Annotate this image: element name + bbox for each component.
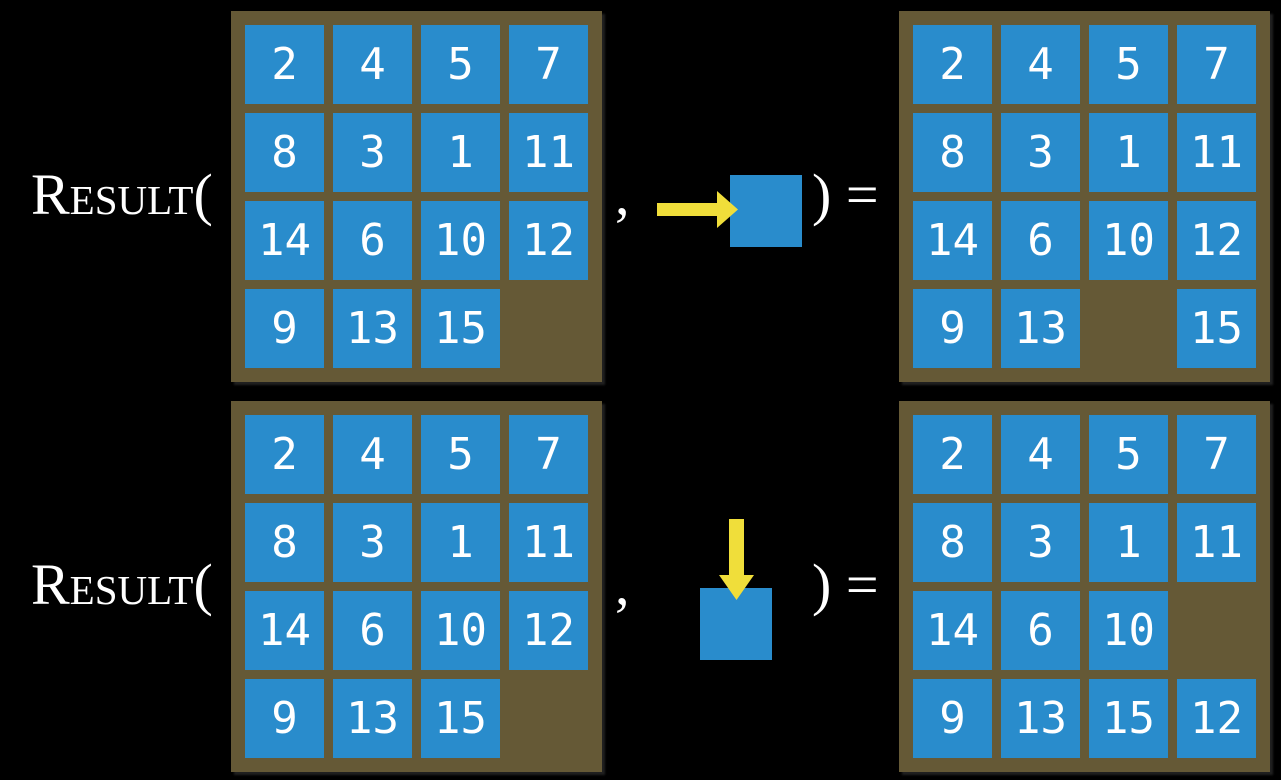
arrow-right-icon	[657, 191, 738, 228]
puzzle-tile-12: 12	[509, 591, 588, 670]
puzzle-tile-4: 4	[333, 415, 412, 494]
puzzle-tile-3: 3	[333, 113, 412, 192]
puzzle-tile-9: 9	[913, 679, 992, 758]
puzzle-tile-2: 2	[913, 25, 992, 104]
puzzle-tile-10: 10	[1089, 591, 1168, 670]
puzzle-tile-12: 12	[509, 201, 588, 280]
puzzle-tile-1: 1	[421, 503, 500, 582]
puzzle-tile-14: 14	[245, 591, 324, 670]
puzzle-tile-6: 6	[333, 591, 412, 670]
puzzle-tile-14: 14	[913, 591, 992, 670]
puzzle-tile-13: 13	[333, 289, 412, 368]
puzzle-tile-7: 7	[509, 415, 588, 494]
puzzle-tile-9: 9	[245, 679, 324, 758]
comma-separator: ,	[615, 162, 630, 227]
puzzle-tile-2: 2	[245, 25, 324, 104]
puzzle-tile-4: 4	[1001, 415, 1080, 494]
puzzle-tile-10: 10	[421, 201, 500, 280]
puzzle-tile-14: 14	[245, 201, 324, 280]
puzzle-tile-10: 10	[421, 591, 500, 670]
puzzle-tile-11: 11	[509, 113, 588, 192]
puzzle-tile-6: 6	[1001, 591, 1080, 670]
puzzle-tile-8: 8	[245, 113, 324, 192]
action-tile-square	[730, 175, 802, 247]
empty-cell	[509, 289, 588, 368]
puzzle-tile-5: 5	[421, 25, 500, 104]
close-paren-equals: ) =	[812, 162, 879, 227]
puzzle-tile-13: 13	[1001, 679, 1080, 758]
result-function-label: Result(	[31, 162, 213, 227]
empty-cell	[1177, 591, 1256, 670]
puzzle-tile-2: 2	[913, 415, 992, 494]
puzzle-tile-12: 12	[1177, 679, 1256, 758]
puzzle-tile-11: 11	[1177, 503, 1256, 582]
puzzle-tile-13: 13	[333, 679, 412, 758]
result-function-label: Result(	[31, 552, 213, 617]
puzzle-tile-1: 1	[421, 113, 500, 192]
puzzle-tile-5: 5	[1089, 415, 1168, 494]
puzzle-tile-9: 9	[245, 289, 324, 368]
arrow-down-icon	[719, 519, 754, 600]
puzzle-tile-4: 4	[333, 25, 412, 104]
puzzle-tile-9: 9	[913, 289, 992, 368]
empty-cell	[509, 679, 588, 758]
puzzle-tile-14: 14	[913, 201, 992, 280]
puzzle-tile-8: 8	[913, 113, 992, 192]
puzzle-tile-15: 15	[421, 679, 500, 758]
puzzle-tile-7: 7	[509, 25, 588, 104]
puzzle-tile-12: 12	[1177, 201, 1256, 280]
puzzle-tile-15: 15	[1089, 679, 1168, 758]
puzzle-tile-5: 5	[1089, 25, 1168, 104]
puzzle-tile-7: 7	[1177, 25, 1256, 104]
puzzle-tile-8: 8	[245, 503, 324, 582]
puzzle-tile-13: 13	[1001, 289, 1080, 368]
close-paren-equals: ) =	[812, 552, 879, 617]
puzzle-tile-1: 1	[1089, 113, 1168, 192]
puzzle-tile-1: 1	[1089, 503, 1168, 582]
comma-separator: ,	[615, 552, 630, 617]
puzzle-tile-7: 7	[1177, 415, 1256, 494]
puzzle-tile-6: 6	[1001, 201, 1080, 280]
puzzle-tile-5: 5	[421, 415, 500, 494]
puzzle-tile-3: 3	[333, 503, 412, 582]
puzzle-tile-8: 8	[913, 503, 992, 582]
puzzle-tile-11: 11	[1177, 113, 1256, 192]
puzzle-tile-6: 6	[333, 201, 412, 280]
puzzle-tile-15: 15	[1177, 289, 1256, 368]
puzzle-tile-3: 3	[1001, 503, 1080, 582]
puzzle-tile-2: 2	[245, 415, 324, 494]
puzzle-tile-10: 10	[1089, 201, 1168, 280]
puzzle-tile-3: 3	[1001, 113, 1080, 192]
puzzle-tile-11: 11	[509, 503, 588, 582]
puzzle-tile-15: 15	[421, 289, 500, 368]
empty-cell	[1089, 289, 1168, 368]
puzzle-tile-4: 4	[1001, 25, 1080, 104]
action-tile-square	[700, 588, 772, 660]
